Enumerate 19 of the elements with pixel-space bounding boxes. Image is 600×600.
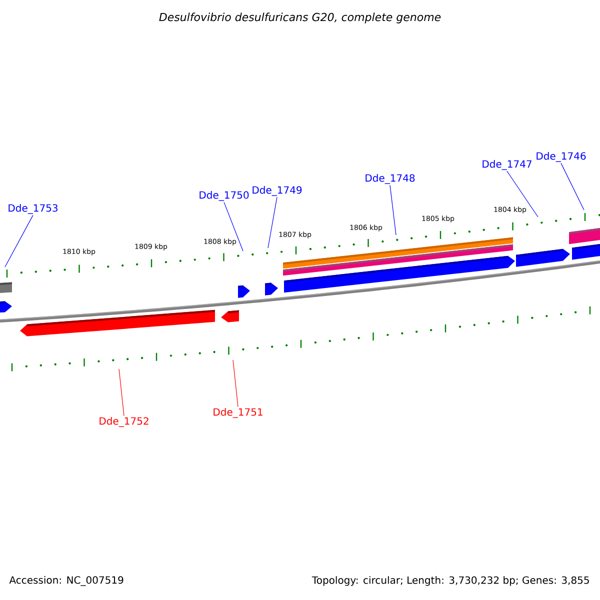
gene-label: Dde_1752 xyxy=(100,417,148,427)
leader-line xyxy=(268,196,278,248)
gene-label: Dde_1749 xyxy=(252,186,302,196)
leader-line xyxy=(232,360,238,408)
gene-label: Dde_1753 xyxy=(8,204,58,214)
gene-label: Dde_1747 xyxy=(482,160,532,170)
leader-line xyxy=(224,202,244,252)
gene-label: Dde_1748 xyxy=(366,174,415,184)
title: Desulfovibrio desulfuricans G20, complete genome xyxy=(159,12,441,24)
leader-line xyxy=(118,368,124,416)
leader-line xyxy=(560,162,584,210)
gene-label: Dde_1751 xyxy=(214,408,262,418)
accession-text: Accession: NC_007519 xyxy=(9,576,124,586)
gene-label: Dde_1750 xyxy=(200,191,249,201)
leader-line xyxy=(4,214,34,268)
gene-label: Dde_1746 xyxy=(536,152,586,162)
leader-line xyxy=(390,184,396,236)
genome-info-text: Topology: circular; Length: 3,730,232 bp; Genes: 3,855 xyxy=(312,576,589,586)
leader-line xyxy=(506,170,538,218)
